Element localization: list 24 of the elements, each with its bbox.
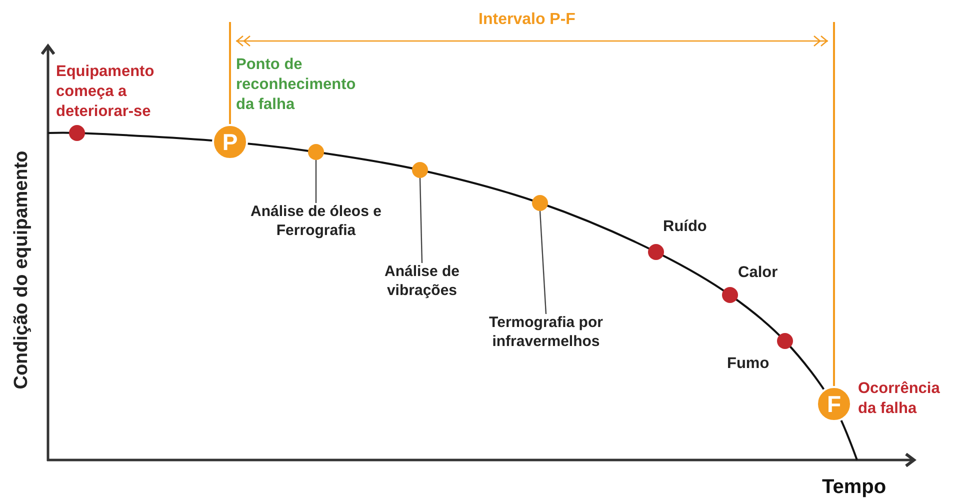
annotation-text: Equipamento começa a deteriorar-se xyxy=(56,62,156,122)
leader-line xyxy=(539,210,547,314)
annotation-text: Ocorrência da falha xyxy=(858,379,941,419)
marker-dot xyxy=(722,287,738,303)
axis-title: Condição do equipamento xyxy=(11,150,33,390)
technique-label: Termografia por infravermelhos xyxy=(478,313,614,353)
axis-title: Tempo xyxy=(822,476,886,499)
point-marker: P xyxy=(212,124,248,160)
symptom-label: Calor xyxy=(738,263,778,283)
technique-label: Análise de óleos e Ferrografia xyxy=(244,202,388,242)
symptom-label: Ruído xyxy=(663,217,707,237)
technique-label: Análise de vibrações xyxy=(372,262,472,302)
leader-line xyxy=(419,178,423,264)
marker-dot xyxy=(777,333,793,349)
marker-dot xyxy=(532,195,548,211)
symptom-label: Fumo xyxy=(727,354,770,374)
marker-dot xyxy=(412,162,428,178)
leader-line xyxy=(315,160,317,203)
annotation-text: Ponto de reconhecimento da falha xyxy=(236,55,357,115)
interval-label: Intervalo P-F xyxy=(478,11,576,29)
marker-dot xyxy=(69,125,85,141)
marker-dot xyxy=(648,244,664,260)
point-marker: F xyxy=(816,386,852,422)
marker-dot xyxy=(308,144,324,160)
